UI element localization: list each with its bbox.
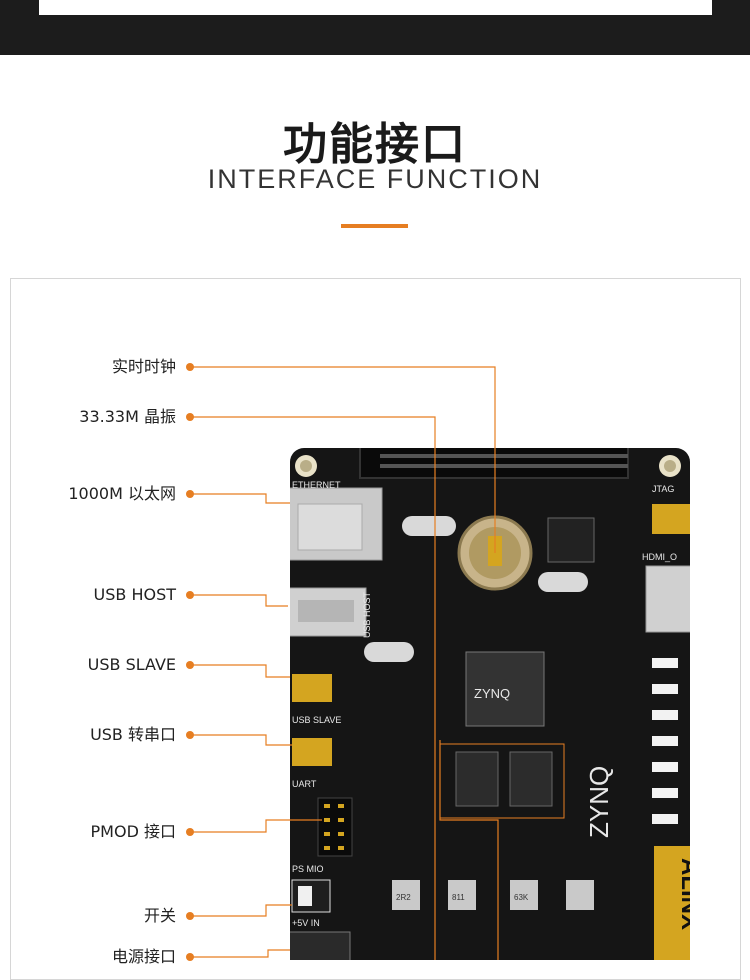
callout-rtc: 实时时钟: [111, 357, 176, 376]
inductor-marking-3: 63K: [514, 893, 529, 902]
jtag-chip: [547, 517, 595, 563]
callout-leaders: [190, 366, 499, 960]
silk-ps-mio: PS MIO: [292, 864, 324, 874]
callout-dot: [186, 490, 194, 498]
ddr-chip-1: [455, 751, 499, 807]
usb-slave-port: [292, 674, 332, 702]
callout-dot: [186, 413, 194, 421]
callout-power-jack: 电源接口: [111, 947, 176, 966]
inductor-marking-2: 811: [452, 893, 465, 902]
callout-dot: [186, 953, 194, 961]
inductor-marking: 2R2: [396, 893, 411, 902]
callout-usb-slave: USB SLAVE: [87, 655, 176, 674]
callout-usb-host: USB HOST: [93, 585, 176, 604]
crystal-rtc: [538, 572, 588, 592]
callout-dot: [186, 828, 194, 836]
hdmi-port: [645, 565, 690, 633]
silk-uart: UART: [292, 779, 317, 789]
callout-dot: [186, 912, 194, 920]
callout-dot: [186, 731, 194, 739]
silk-ethernet: ETHERNET: [292, 480, 341, 490]
silk-usb-host: USB HOST: [362, 591, 372, 638]
callout-dot: [186, 661, 194, 669]
callout-usb-uart: USB 转串口: [90, 725, 176, 744]
soc-marking: ZYNQ: [474, 686, 510, 701]
silk-usb-slave: USB SLAVE: [292, 715, 341, 725]
callout-switch: 开关: [143, 906, 176, 925]
section-subtitle: INTERFACE FUNCTION: [207, 164, 543, 194]
crystal-33m: [402, 516, 456, 536]
brand-strip: [654, 846, 690, 960]
section-title: 功能接口: [283, 119, 467, 170]
top-dark-band: [0, 0, 750, 55]
silk-jtag: JTAG: [652, 484, 674, 494]
uart-port: [292, 738, 332, 766]
zynq-soc: [465, 651, 545, 727]
silk-power: +5V IN: [292, 918, 320, 928]
power-jack: [290, 931, 351, 960]
title-underline: [341, 224, 408, 228]
callout-pmod: PMOD 接口: [90, 822, 176, 841]
fpga-board-image: ETHERNET USB HOST USB SLAVE UART PS MIO …: [290, 448, 690, 960]
pmod-connector: [317, 797, 353, 857]
callout-ethernet: 1000M 以太网: [68, 484, 176, 503]
zynq-logo: ZYNQ: [584, 766, 614, 838]
callout-crystal: 33.33M 晶振: [79, 407, 176, 426]
pin-header: [359, 448, 629, 479]
top-white-card: [39, 0, 712, 15]
jtag-port: [652, 504, 690, 534]
silk-hdmi: HDMI_O: [642, 552, 677, 562]
callout-dot: [186, 363, 194, 371]
callout-dot: [186, 591, 194, 599]
brand-logo: ALINX: [676, 858, 690, 930]
ddr-chip-2: [509, 751, 553, 807]
